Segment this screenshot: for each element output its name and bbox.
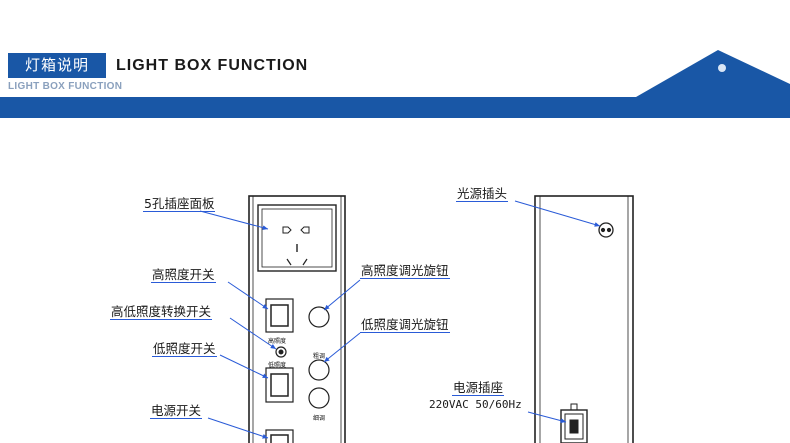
header-band (0, 50, 790, 118)
side-panel (534, 195, 634, 443)
text-low: 低照度 (268, 362, 287, 369)
power-switch (265, 429, 294, 443)
header-badge-text: 灯箱说明 (24, 56, 89, 74)
coarse-dimmer-knob (308, 359, 330, 381)
page-subtitle: LIGHT BOX FUNCTION (8, 81, 123, 92)
socket-panel (257, 204, 337, 272)
text-fine: 细调 (313, 415, 326, 422)
low-switch (265, 367, 294, 403)
label-light-plug: 光源插头 (456, 186, 509, 202)
label-mode-switch: 高低照度转换开关 (110, 304, 213, 320)
header-badge: 灯箱说明 (8, 53, 106, 78)
dimmer-knobs (308, 306, 330, 409)
light-plug-icon (598, 222, 614, 238)
label-power-socket: 电源插座 (452, 380, 505, 396)
text-high: 高照度 (268, 338, 287, 345)
label-high-switch: 高照度开关 (151, 267, 216, 283)
header-dot-icon (718, 64, 726, 72)
high-dimmer-knob (308, 306, 330, 328)
label-low-switch: 低照度开关 (152, 341, 217, 357)
leader-lines (199, 200, 601, 439)
label-high-knob: 高照度调光旋钮 (360, 263, 450, 279)
light-box-drawing (199, 195, 634, 443)
header-blue-roof (636, 50, 790, 97)
page-title: LIGHT BOX FUNCTION (116, 57, 309, 74)
high-switch (265, 298, 294, 333)
header-blue-bar (0, 97, 790, 118)
mode-toggle (275, 346, 287, 358)
fine-dimmer-knob (308, 387, 330, 409)
power-inlet-icon (560, 403, 588, 443)
front-panel (248, 195, 346, 443)
text-coarse: 粗调 (313, 353, 326, 360)
label-power-spec: 220VAC 50/60Hz (429, 398, 522, 411)
label-socket-panel: 5孔插座面板 (143, 196, 216, 212)
label-low-knob: 低照度调光旋钮 (360, 317, 450, 333)
label-power-switch: 电源开关 (150, 403, 203, 419)
